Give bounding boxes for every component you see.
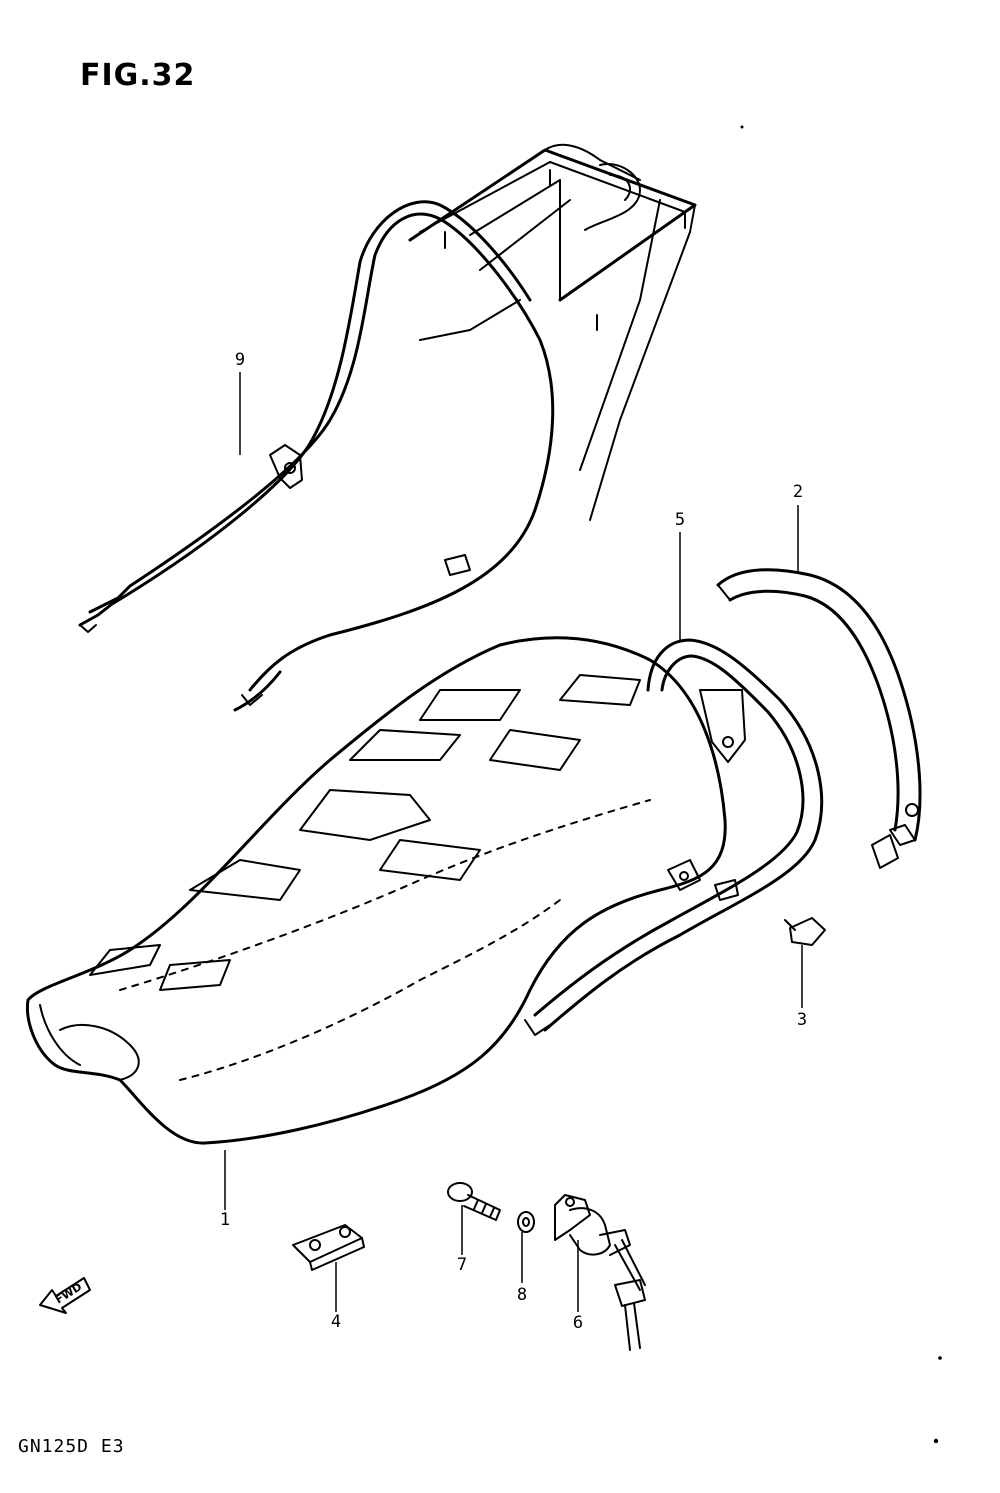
callout-8: 8: [516, 1285, 528, 1305]
bolt-3-drawing: [784, 917, 826, 946]
leader-lines: [224, 372, 803, 1312]
forward-arrow-icon: FWD: [39, 1277, 91, 1314]
callout-4: 4: [330, 1312, 342, 1332]
forward-marker-text: FWD: [53, 1280, 84, 1306]
model-code: GN125D E3: [18, 1436, 125, 1457]
callout-1: 1: [219, 1210, 231, 1230]
seat-lock-drawing: [554, 1194, 646, 1351]
callout-3: 3: [796, 1010, 808, 1030]
figure-title: FIG.32: [80, 58, 196, 93]
seat-drawing: [25, 636, 727, 1145]
washer-drawing: [517, 1211, 535, 1233]
callout-6: 6: [572, 1313, 584, 1333]
callout-7: 7: [456, 1255, 468, 1275]
bolt-7-drawing: [447, 1182, 501, 1221]
callout-9: 9: [234, 350, 246, 370]
callout-2: 2: [792, 482, 804, 502]
grab-bar-drawing: [524, 638, 824, 1036]
callout-5: 5: [674, 510, 686, 530]
seat-strap-band-drawing: [716, 568, 922, 869]
rear-carrier-drawing: [78, 143, 697, 712]
plate-drawing: [292, 1224, 365, 1271]
